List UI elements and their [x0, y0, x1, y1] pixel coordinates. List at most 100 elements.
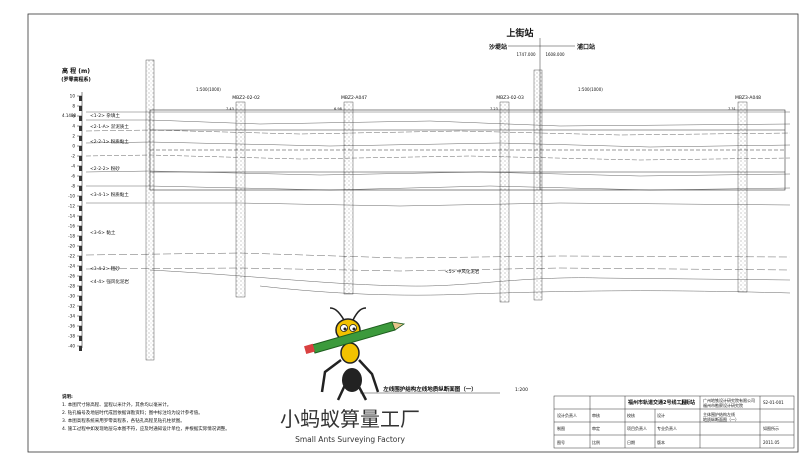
- tb-label: 制图: [557, 425, 565, 431]
- company-line1: 广州地铁设计研究院有限公司: [703, 397, 755, 403]
- tb-label: 审定: [592, 425, 600, 431]
- tb-label: 比例: [592, 439, 600, 445]
- ruler-tick-label: -30: [68, 294, 75, 299]
- km-left: 1747.000: [516, 52, 536, 57]
- km-right: 1608.000: [545, 52, 565, 57]
- note-item: 2. 钻孔编号及地层时代成因依据详勘资料；图中标注均为设计参考值。: [62, 409, 203, 416]
- borehole-id: MBZ3-02-03: [496, 95, 524, 101]
- ruler-tick-label: 4: [72, 124, 75, 129]
- notes-heading: 说明:: [62, 393, 73, 400]
- ruler-block: [79, 266, 82, 271]
- ruler-block: [79, 226, 82, 231]
- ruler-tick-label: -36: [68, 324, 75, 329]
- stratum-label: <4-4> 强风化泥岩: [90, 278, 129, 285]
- company-line2: 福州市勘察设计研究院: [703, 402, 743, 408]
- ruler-tick-label: -20: [68, 244, 75, 249]
- watermark-title-en: Small Ants Surveying Factory: [295, 435, 405, 444]
- stratum-label: <3-4-2> 粗砂: [90, 265, 120, 272]
- stratum-label: <3-6> 黏土: [90, 229, 116, 236]
- tb-label: 设计: [657, 412, 665, 418]
- borehole-top: 7.23: [490, 107, 498, 111]
- strata-labels: <1-2> 杂填土 <2-1-A> 淤泥质土 <2-2-1> 粉质黏土 <2-2…: [90, 112, 480, 285]
- tb-station: 上街站: [680, 399, 695, 406]
- section-scale: 1:200: [515, 387, 528, 393]
- ruler-block: [79, 246, 82, 251]
- origin-label: 4.1488: [62, 113, 76, 118]
- borehole-top: 7.31: [728, 107, 736, 111]
- note-item: 1. 本图尺寸除高程、里程以米计外，其余均以毫米计。: [62, 401, 171, 408]
- drawing-no: S2-01-001: [763, 400, 784, 405]
- station-name: 上街站: [506, 27, 533, 39]
- ruler-tick-label: -22: [68, 254, 75, 259]
- ruler-tick-label: -8: [71, 184, 76, 189]
- title-block: [553, 395, 795, 449]
- ruler-tick-label: -24: [68, 264, 75, 269]
- ruler-tick-label: -10: [68, 194, 75, 199]
- drawing-name-1: 主体围护结构左线: [703, 411, 735, 417]
- watermark-title-cn: 小蚂蚁算量工厂: [280, 407, 420, 431]
- ruler-tick-label: -6: [71, 174, 76, 179]
- borehole: MBZ3-A048 7.31: [728, 95, 761, 293]
- ruler-block: [79, 296, 82, 301]
- stratum-label: <5> 中风化泥岩: [445, 268, 480, 275]
- ruler-tick-label: -38: [68, 334, 75, 339]
- ruler-block: [79, 256, 82, 261]
- tb-label: 项目负责人: [627, 425, 647, 431]
- borehole-top: 6.98: [334, 107, 342, 111]
- stratum-label: <2-1-A> 淤泥质土: [90, 123, 129, 130]
- ruler-tick-label: 0: [72, 144, 75, 149]
- scale-label: 1:500(1000): [578, 87, 603, 92]
- ruler-block: [79, 166, 82, 171]
- ruler-block: [79, 186, 82, 191]
- ruler-tick-label: -28: [68, 284, 75, 289]
- ruler-block: [79, 336, 82, 341]
- tb-label: 审核: [592, 412, 600, 418]
- ruler-block: [79, 96, 82, 101]
- station-right: 浦口站: [577, 43, 595, 51]
- tb-label: 专业负责人: [657, 425, 677, 431]
- ruler-block: [79, 126, 82, 131]
- ruler-tick-label: -12: [68, 204, 75, 209]
- stratum-label: <2-2-1> 粉质黏土: [90, 138, 129, 145]
- boreholes: MBZ2-02-02 7.43 MBZ2-A047 6.98 MBZ3-02-0…: [226, 95, 761, 303]
- project-name: 福州市轨道交通2号线工程: [627, 399, 686, 406]
- borehole: MBZ2-02-02 7.43: [226, 95, 260, 298]
- ruler-tick-label: -40: [68, 344, 75, 349]
- tb-label: 设计负责人: [557, 412, 577, 418]
- ruler-tick-label: -34: [68, 314, 75, 319]
- sheet-frame: [27, 13, 799, 453]
- stratum-label: <2-2-2> 粉砂: [90, 165, 120, 172]
- ruler-block: [79, 316, 82, 321]
- ruler-block: [79, 146, 82, 151]
- ruler-tick-label: -2: [71, 154, 76, 159]
- ruler-block: [79, 346, 82, 351]
- ruler-tick-label: -18: [68, 234, 75, 239]
- stratum-label: <1-2> 杂填土: [90, 112, 120, 119]
- ruler-block: [79, 326, 82, 331]
- note-item: 4. 施工过程中如发现地层与本图不符，应及时通知设计单位，并根据实际情况调整。: [62, 425, 230, 432]
- borehole: MBZ2-A047 6.98: [334, 95, 367, 295]
- ruler-block: [79, 106, 82, 111]
- tb-scale: 如图所示: [763, 425, 779, 431]
- borehole-id: MBZ2-A047: [341, 95, 367, 101]
- note-item: 3. 本图高程系统采用罗零高程系，各钻孔高程见钻孔柱状图。: [62, 417, 185, 424]
- drawing-name-2: 地质纵断面图（一）: [703, 416, 739, 422]
- elevation-ruler: 1086420-2-4-6-8-10-12-14-16-18-20-22-24-…: [68, 92, 83, 351]
- ruler-tick-label: 2: [72, 134, 75, 139]
- ruler-tick-label: -4: [71, 164, 76, 169]
- general-notes: 说明: 1. 本图尺寸除高程、里程以米计外，其余均以毫米计。 2. 钻孔编号及地…: [62, 393, 230, 432]
- scale-label: 1:500(1000): [196, 87, 221, 92]
- ruler-block: [79, 216, 82, 221]
- pencil-icon: [304, 321, 406, 354]
- ruler-block: [79, 156, 82, 161]
- ruler-block: [79, 236, 82, 241]
- strata-boundaries: [85, 111, 791, 296]
- tb-label: 日期: [627, 439, 635, 445]
- ruler-tick-label: -14: [68, 214, 75, 219]
- ant-mascot-icon: [304, 307, 406, 401]
- station-structure: [149, 95, 786, 191]
- tb-label: 版本: [657, 439, 665, 445]
- station-left: 沙堤站: [489, 43, 507, 51]
